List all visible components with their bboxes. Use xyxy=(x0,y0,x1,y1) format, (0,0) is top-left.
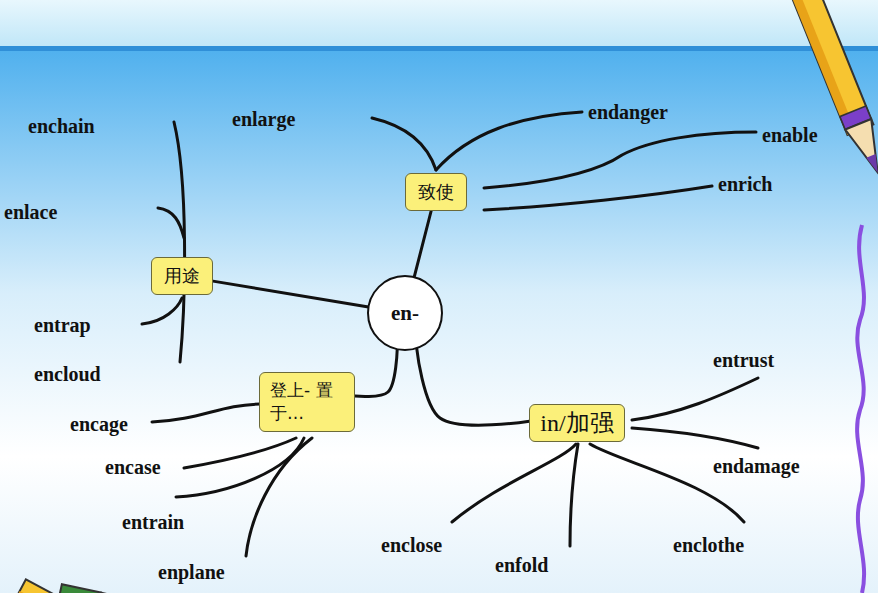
connector xyxy=(213,281,368,307)
category-box: 登上- 置于… xyxy=(259,372,355,432)
leader-line xyxy=(176,438,304,497)
leader-line xyxy=(246,438,312,556)
divider-band xyxy=(0,46,878,51)
category-box: 致使 xyxy=(405,173,467,211)
wavy-border xyxy=(857,225,864,593)
leader-line xyxy=(484,186,712,210)
node-text: 登上- 置于… xyxy=(270,379,344,425)
pencil-bottom-left-2 xyxy=(58,584,113,593)
top-band xyxy=(0,0,878,48)
word-label: entrap xyxy=(34,315,91,335)
word-label: enfold xyxy=(495,555,548,575)
word-label: enlace xyxy=(4,202,57,222)
node-text: 致使 xyxy=(418,180,454,204)
word-label: encase xyxy=(105,457,161,477)
pencil-top-right xyxy=(784,0,878,178)
connector xyxy=(414,211,431,277)
word-label: enrich xyxy=(718,174,772,194)
leader-line xyxy=(436,112,582,170)
connector xyxy=(417,348,530,425)
word-label: enable xyxy=(762,125,818,145)
word-label: endamage xyxy=(713,456,800,476)
leader-line xyxy=(632,428,758,448)
bracket-line xyxy=(174,122,185,362)
leader-line xyxy=(158,208,184,238)
leader-line xyxy=(152,404,260,422)
node-text: in/加强 xyxy=(540,407,613,439)
word-label: enplane xyxy=(158,562,225,582)
word-label: enchain xyxy=(28,116,95,136)
node-text: en- xyxy=(391,301,419,326)
pencil-bottom-left xyxy=(16,579,145,593)
word-label: endanger xyxy=(588,102,668,122)
leader-line xyxy=(372,118,436,170)
leader-line xyxy=(142,298,182,324)
category-box: 用途 xyxy=(151,257,213,295)
leader-line xyxy=(570,444,578,546)
word-label: entrust xyxy=(713,350,774,370)
word-label: enclose xyxy=(381,535,442,555)
word-label: enlarge xyxy=(232,109,295,129)
root-circle: en- xyxy=(366,274,444,352)
leader-line xyxy=(484,132,756,188)
node-text: 用途 xyxy=(164,264,200,288)
connector xyxy=(355,349,397,396)
category-box: in/加强 xyxy=(529,404,624,442)
leader-line xyxy=(632,378,758,420)
word-label: encloud xyxy=(34,364,101,384)
word-label: enclothe xyxy=(673,535,744,555)
word-label: entrain xyxy=(122,512,184,532)
main-ground xyxy=(0,48,878,593)
leader-line xyxy=(452,444,576,522)
word-label: encage xyxy=(70,414,128,434)
